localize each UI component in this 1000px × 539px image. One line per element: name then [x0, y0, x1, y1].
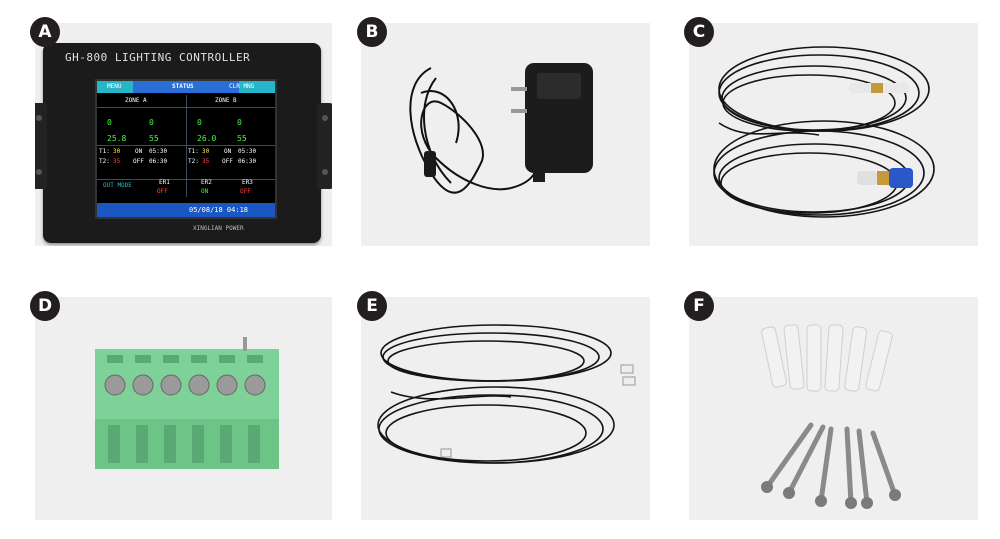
panel-a: GH-800 LIGHTING CONTROLLER MENU STATUS C… [35, 23, 332, 246]
panel-e [361, 297, 650, 520]
brand-label: XINGLIAN POWER [193, 225, 244, 232]
extension-cables-image [377, 324, 636, 464]
zone-b-label: ZONE B [215, 97, 237, 104]
mount-ear-right [317, 103, 332, 189]
badge-b: B [357, 17, 387, 47]
badge-e: E [357, 291, 387, 321]
badge-c: C [684, 17, 714, 47]
panel-b [361, 23, 650, 246]
screen-datetime: 05/08/18 04:18 [189, 206, 249, 214]
panel-f [689, 297, 978, 520]
anchors-and-screws-image [761, 324, 901, 509]
power-adapter-image [409, 63, 593, 194]
clr-mng-label: CLR MNG [229, 83, 255, 90]
controller-title: GH-800 LIGHTING CONTROLLER [65, 51, 251, 64]
badge-d: D [30, 291, 60, 321]
sensor-cables-image [713, 46, 935, 218]
badge-f: F [684, 291, 714, 321]
zone-a-label: ZONE A [125, 97, 147, 104]
controller-screen: MENU STATUS CLR MNG ZONE A ZONE B 0 0 0 … [95, 79, 277, 219]
lighting-controller: GH-800 LIGHTING CONTROLLER MENU STATUS C… [43, 43, 321, 243]
badge-a: A [30, 17, 60, 47]
panel-c [689, 23, 978, 246]
menu-label: MENU [107, 83, 122, 90]
status-label: STATUS [172, 83, 194, 90]
panel-d [35, 297, 332, 520]
terminal-block-image [95, 337, 279, 469]
mount-ear-left [35, 103, 47, 189]
